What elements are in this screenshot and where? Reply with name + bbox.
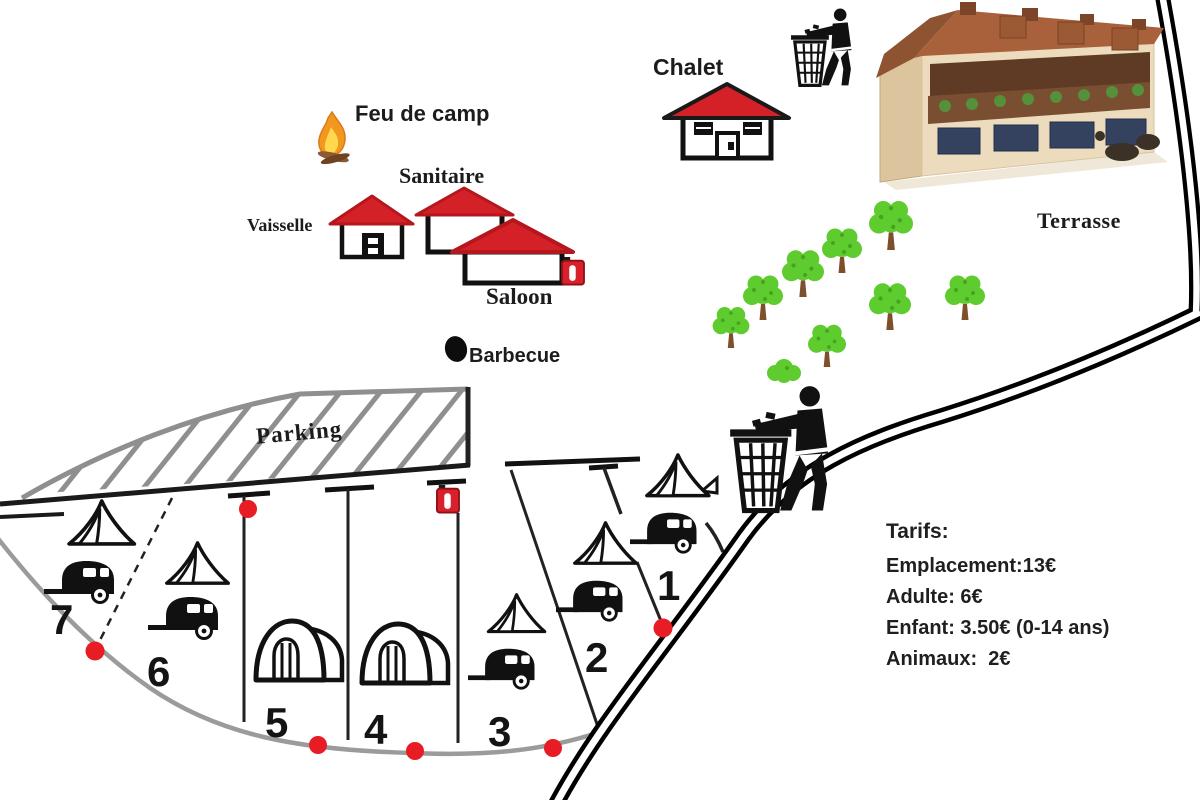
campsite-boundary xyxy=(0,537,601,757)
tarifs-line-enfant: Enfant: 3.50€ (0-14 ans) xyxy=(886,617,1110,639)
barbecue-dot xyxy=(444,336,468,362)
tree-icon xyxy=(808,324,846,367)
pitch-number-2: 2 xyxy=(585,634,609,681)
tidyman-icon xyxy=(730,386,828,510)
tent-icon xyxy=(165,541,230,585)
tarifs-block: Tarifs: Emplacement:13€ Adulte: 6€ Enfan… xyxy=(886,520,1109,675)
tree-icon xyxy=(712,307,750,348)
red-dot-marker xyxy=(239,500,257,518)
red-dot-marker xyxy=(309,736,327,754)
tree-icon xyxy=(869,283,911,330)
pitch-number-4: 4 xyxy=(364,706,388,753)
tidyman-icon xyxy=(791,9,851,86)
arrow-icon xyxy=(698,474,719,495)
tarifs-line-adulte: Adulte: 6€ xyxy=(886,586,983,608)
caravan-icon xyxy=(146,595,220,640)
fire-extinguisher-icon xyxy=(436,484,460,514)
red-dot-marker xyxy=(85,641,105,661)
fire-extinguisher-icon xyxy=(560,256,585,286)
dome-tent-icon xyxy=(362,624,448,683)
pitch-number-6: 6 xyxy=(147,648,171,695)
trees xyxy=(712,201,985,383)
tarifs-heading: Tarifs: xyxy=(886,520,949,543)
tree-icon xyxy=(743,275,783,320)
tree-icon xyxy=(822,228,862,273)
tent-icon xyxy=(573,521,638,565)
tree-icon xyxy=(945,275,985,320)
caravan-icon xyxy=(628,511,698,554)
vaisselle-building xyxy=(328,194,415,260)
label-sanitaire: Sanitaire xyxy=(399,163,485,188)
caravan-icon xyxy=(554,579,624,622)
saloon-building xyxy=(450,218,585,286)
pitch-number-7: 7 xyxy=(50,596,74,643)
campfire-icon xyxy=(317,110,350,165)
tarifs-line-emplacement: Emplacement:13€ xyxy=(886,555,1057,577)
label-barbecue: Barbecue xyxy=(469,345,561,367)
label-vaisselle: Vaisselle xyxy=(247,215,313,235)
tarifs-line-animaux: Animaux: 2€ xyxy=(886,648,1011,670)
tree-icon xyxy=(869,201,913,250)
tent-icon xyxy=(645,453,711,498)
building-photo xyxy=(876,2,1168,190)
red-dot-markers xyxy=(85,500,673,760)
label-saloon: Saloon xyxy=(486,284,553,309)
tent-icon xyxy=(67,499,137,546)
label-terrasse: Terrasse xyxy=(1037,208,1121,233)
bush-icon xyxy=(767,359,801,383)
chalet-building xyxy=(662,82,791,161)
red-dot-marker xyxy=(406,742,424,760)
tree-icon xyxy=(782,250,824,297)
red-dot-marker xyxy=(653,618,673,638)
pitch-number-3: 3 xyxy=(488,708,512,755)
dome-tent-icon xyxy=(256,621,342,680)
label-feu-de-camp: Feu de camp xyxy=(355,101,490,126)
label-chalet: Chalet xyxy=(653,54,724,80)
pitch-boundaries xyxy=(0,456,725,757)
pitch-number-1: 1 xyxy=(657,562,681,609)
red-dot-marker xyxy=(544,739,562,757)
pitch-number-5: 5 xyxy=(265,699,289,746)
tent-icon xyxy=(486,593,547,634)
caravan-icon xyxy=(466,647,536,690)
